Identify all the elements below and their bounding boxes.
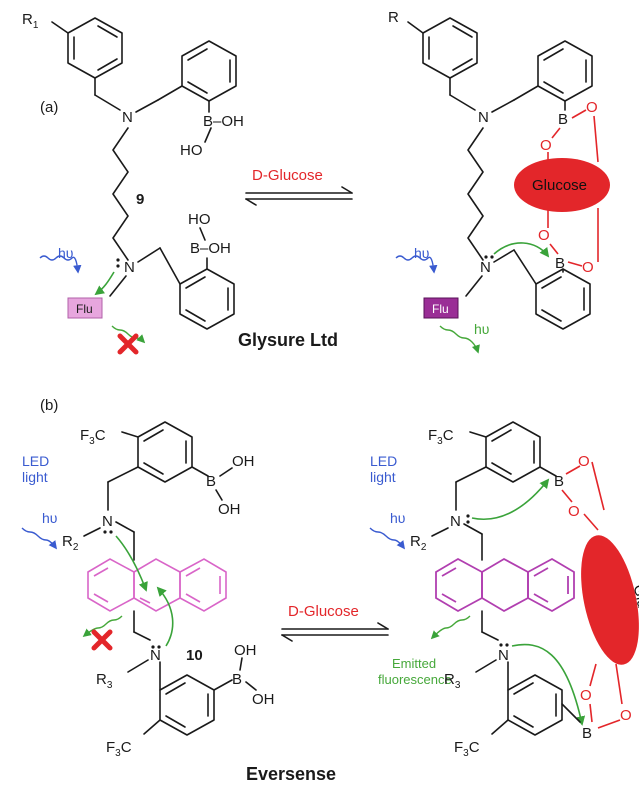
o-bottom-right: O [582, 259, 594, 276]
panel-b-label: (b) [40, 397, 58, 414]
r3-label: R3 [96, 671, 113, 691]
company-eversense: Eversense [246, 764, 336, 784]
reagent-label-b: D-Glucose [288, 603, 359, 620]
glucose-label-a: Glucose [532, 177, 587, 194]
oh-bottom-1: OH [234, 642, 257, 659]
product-b-top: B [558, 111, 568, 128]
product-r-label: R [388, 9, 399, 26]
r1-benzene-ring [51, 17, 123, 111]
panel-a-reactant: R1 (a) N B–OH HO 9 N Flu [22, 11, 244, 355]
o-b-2: O [568, 503, 580, 520]
r2-label: R2 [62, 533, 79, 553]
r1-label: R1 [22, 11, 39, 31]
flu-box [67, 297, 103, 319]
led-label-product: LED [370, 453, 397, 469]
glucose-ellipse-a [514, 158, 610, 212]
n-bottom-product: N [498, 647, 509, 664]
amine-n-top: N [122, 109, 133, 126]
b-bottom-product: B [582, 725, 592, 742]
product-amine-n-bottom: N [480, 259, 491, 276]
fluorescence-label: fluorescence [378, 672, 452, 687]
boronic-acid-bottom-b: B–OH [190, 240, 231, 257]
panel-b-product: F3C B O O Glucose O O B N R2 LED light h… [369, 421, 639, 759]
reagent-label-a: D-Glucose [252, 167, 323, 184]
product-b-bottom: B [555, 255, 565, 272]
blocked-emission-x-icon [117, 333, 139, 355]
oh-top-2: OH [218, 501, 241, 518]
glucose-ellipse-b [581, 535, 639, 665]
r2-label-product: R2 [410, 533, 427, 553]
oh-top-1: OH [232, 453, 255, 470]
equilibrium-arrow-a: D-Glucose [245, 167, 353, 206]
hv-label-b: hυ [42, 510, 57, 526]
anthracene-magenta [435, 557, 575, 613]
compound-9-label: 9 [136, 191, 144, 208]
boronic-acid-top-ho: HO [180, 142, 203, 159]
o-bottom-left: O [538, 227, 550, 244]
cf3-top: F3C [80, 427, 106, 447]
amine-n-bottom: N [124, 259, 135, 276]
company-glysure: Glysure Ltd [238, 330, 338, 350]
n-top-product: N [450, 513, 461, 530]
b-top-b: B [206, 473, 216, 490]
product-amine-n-top: N [478, 109, 489, 126]
hv-emission-label: hυ [474, 321, 489, 337]
o-top-left: O [540, 137, 552, 154]
b-top-product: B [554, 473, 564, 490]
o-b-1: O [578, 453, 590, 470]
cf3-bottom-product: F3C [454, 739, 480, 759]
boronic-phenyl-bottom [179, 257, 235, 330]
o-b-3: O [580, 687, 592, 704]
o-b-4: O [620, 707, 632, 724]
panel-b-reactant: (b) F3C B OH OH N R2 LED light hυ [21, 397, 275, 759]
flu-label: Flu [76, 302, 93, 316]
flu-label-product: Flu [432, 302, 449, 316]
led-label: LED [22, 453, 49, 469]
n-top-b: N [102, 513, 113, 530]
hv-label-b-product: hυ [390, 510, 405, 526]
cf3-top-product: F3C [428, 427, 454, 447]
panel-a-product: R N B O O Glucose O O B N Flu [388, 9, 610, 354]
hv-label-a: hυ [58, 245, 73, 261]
o-top-right: O [586, 99, 598, 116]
compound-10-label: 10 [186, 647, 203, 664]
equilibrium-arrow-b: D-Glucose [281, 603, 389, 642]
hv-label-a-product: hυ [414, 245, 429, 261]
emitted-label: Emitted [392, 656, 436, 671]
b-bottom-b: B [232, 671, 242, 688]
oh-bottom-2: OH [252, 691, 275, 708]
panel-a-label: (a) [40, 99, 58, 116]
r3-label-product: R3 [444, 671, 461, 691]
boronic-acid-top-b: B–OH [203, 113, 244, 130]
light-label-product: light [370, 469, 396, 485]
flu-box-product [423, 297, 459, 319]
boronic-phenyl-top [181, 40, 237, 113]
boronic-acid-bottom-ho: HO [188, 211, 211, 228]
cf3-bottom: F3C [106, 739, 132, 759]
anthracene-pink [87, 558, 227, 612]
hexyl-linker [112, 127, 129, 261]
blocked-emission-x-icon-b [91, 629, 113, 651]
n-bottom-b: N [150, 647, 161, 664]
light-label: light [22, 469, 48, 485]
